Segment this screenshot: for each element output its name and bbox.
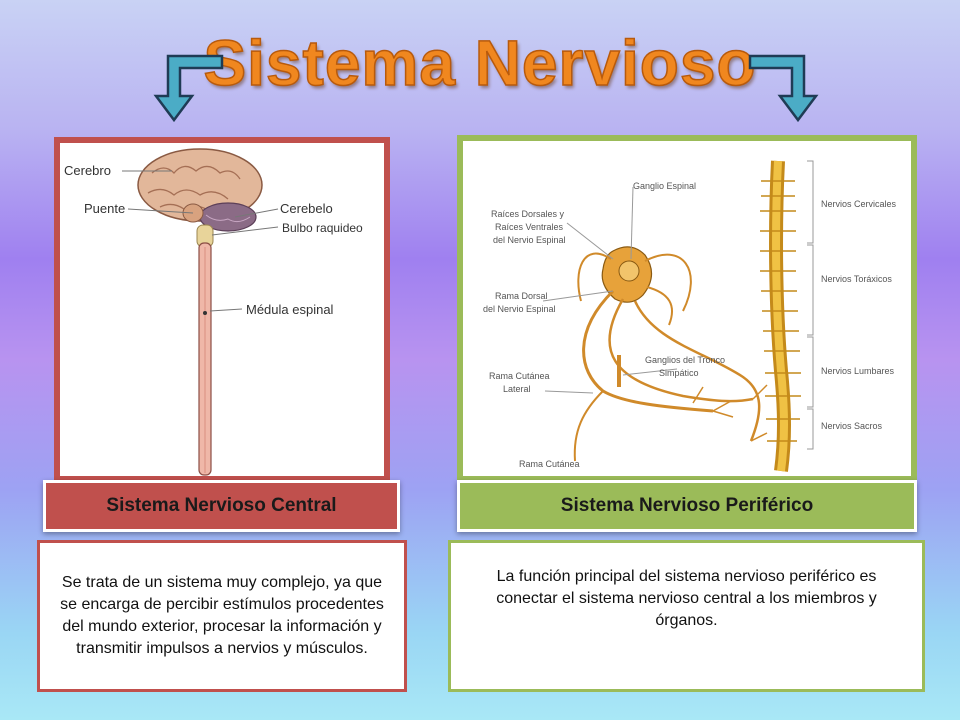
label-rama-dorsal-1: Rama Dorsal — [495, 291, 548, 301]
label-ganglio-espinal: Ganglio Espinal — [633, 181, 696, 191]
label-ganglios-tronco-1: Ganglios del Tronco — [645, 355, 725, 365]
label-cervicales: Nervios Cervicales — [821, 199, 897, 209]
cns-diagram-panel: Cerebro Puente Cerebelo Bulbo raquideo M… — [54, 137, 390, 482]
label-medula: Médula espinal — [246, 302, 334, 317]
label-toraxicos: Nervios Toráxicos — [821, 274, 892, 284]
peripheral-heading: Sistema Nervioso Periférico — [457, 480, 917, 532]
label-raices-1: Raíces Dorsales y — [491, 209, 565, 219]
spinal-ganglion-illustration — [573, 246, 768, 462]
arrow-down-right-icon — [748, 54, 819, 123]
arrow-down-left-icon — [153, 54, 224, 123]
label-rama-lateral-1: Rama Cutánea — [489, 371, 550, 381]
pns-diagram-panel: Ganglio Espinal Raíces Dorsales y Raíces… — [457, 135, 917, 482]
label-sacros: Nervios Sacros — [821, 421, 883, 431]
label-cerebelo: Cerebelo — [280, 201, 333, 216]
label-rama-cutanea: Rama Cutánea — [519, 459, 580, 469]
cns-diagram: Cerebro Puente Cerebelo Bulbo raquideo M… — [64, 148, 363, 476]
peripheral-description: La función principal del sistema nervios… — [448, 540, 925, 692]
page-title: Sistema Nervioso — [203, 26, 757, 100]
central-heading: Sistema Nervioso Central — [43, 480, 400, 532]
pns-diagram: Ganglio Espinal Raíces Dorsales y Raíces… — [483, 160, 897, 472]
label-cerebro: Cerebro — [64, 163, 111, 178]
label-raices-3: del Nervio Espinal — [493, 235, 566, 245]
label-puente: Puente — [84, 201, 125, 216]
vertebral-column-illustration — [760, 160, 801, 472]
label-rama-lateral-2: Lateral — [503, 384, 531, 394]
label-ganglios-tronco-2: Simpático — [659, 368, 699, 378]
central-description: Se trata de un sistema muy complejo, ya … — [37, 540, 407, 692]
label-lumbares: Nervios Lumbares — [821, 366, 895, 376]
label-raices-2: Raíces Ventrales — [495, 222, 564, 232]
label-bulbo: Bulbo raquideo — [282, 221, 363, 235]
label-rama-dorsal-2: del Nervio Espinal — [483, 304, 556, 314]
